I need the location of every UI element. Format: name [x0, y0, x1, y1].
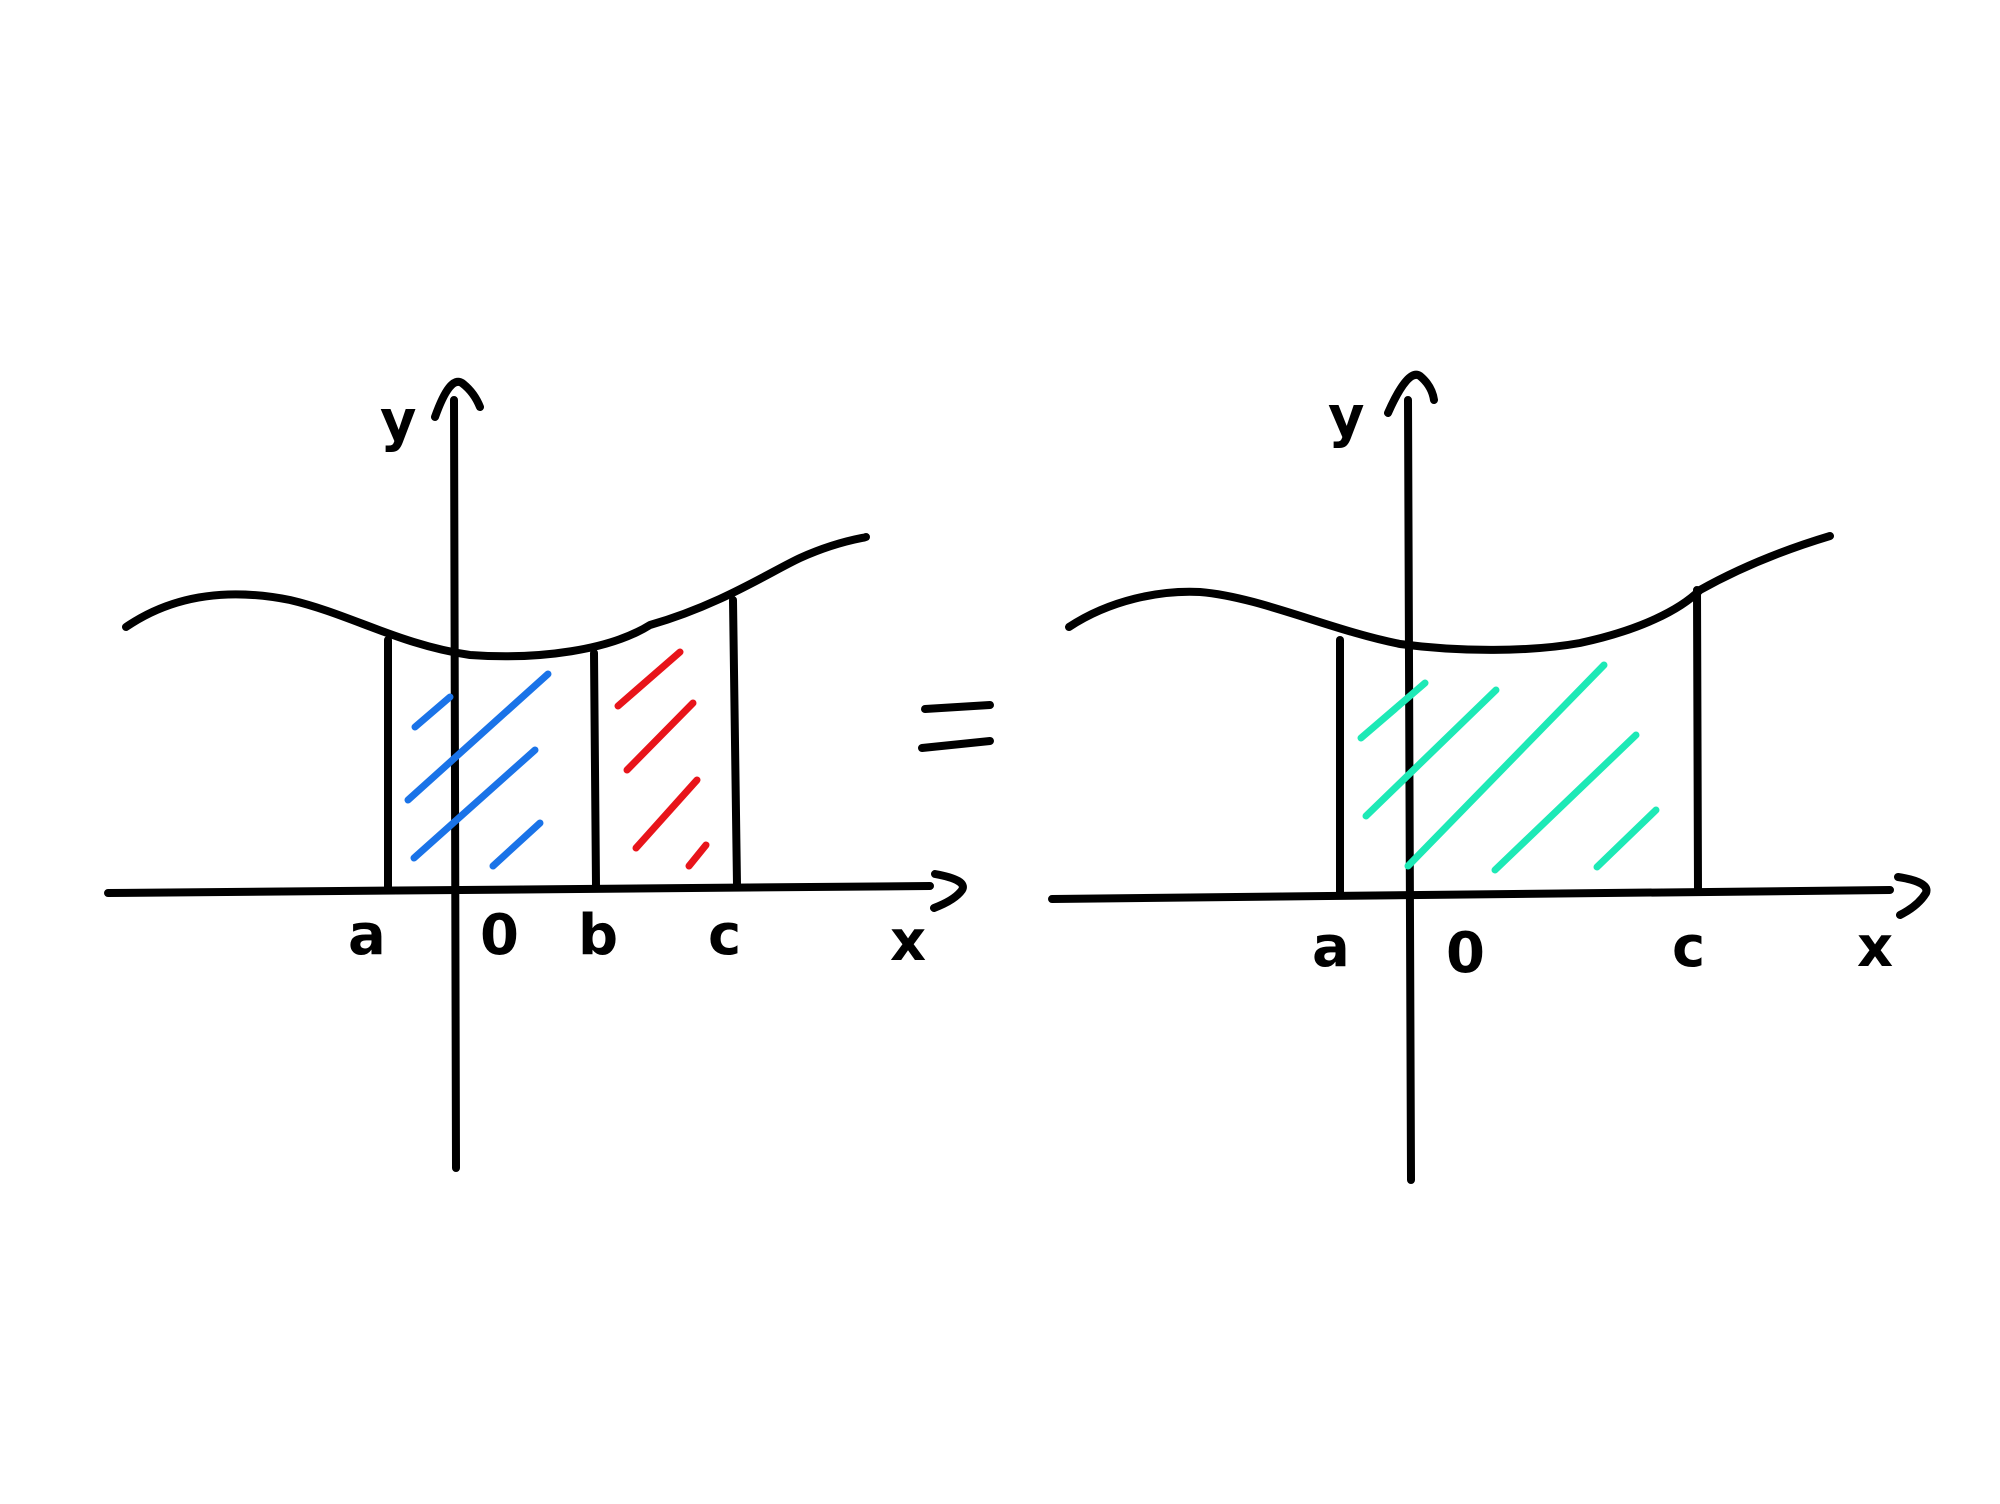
left-hatch-red — [614, 648, 710, 870]
right-x-axis-label: x — [1857, 915, 1893, 980]
right-x-axis-arrowhead — [1894, 873, 1931, 919]
right-tick-label-0: 0 — [1446, 921, 1485, 986]
hatch-stroke — [1362, 686, 1500, 820]
left-tick-label-0: 0 — [480, 903, 519, 968]
left-hatch-blue — [404, 670, 552, 870]
right-tick-label-c: c — [1672, 915, 1705, 980]
hatch-stroke — [411, 693, 454, 731]
equals-bar-top — [921, 701, 994, 713]
left-tick-label-a: a — [348, 903, 386, 968]
hatch-stroke — [685, 841, 710, 870]
left-tick-label-b: b — [578, 903, 618, 968]
left-y-axis-arrowhead — [431, 377, 484, 421]
left-curve — [122, 533, 870, 661]
left-x-axis — [104, 882, 934, 897]
equals-sign: = — [918, 701, 994, 752]
hatch-stroke — [1593, 806, 1660, 871]
left-y-axis-label: y — [380, 389, 417, 454]
hatch-stroke — [404, 670, 552, 804]
right-hatch-teal — [1357, 661, 1660, 874]
left-bound-b — [590, 649, 600, 890]
hatch-stroke — [1491, 731, 1640, 874]
left-x-axis-label: x — [890, 909, 926, 974]
left-panel: y x a 0 b c — [104, 377, 967, 1172]
right-panel: y x a 0 c — [1048, 370, 1931, 1184]
equals-bar-bottom — [918, 737, 994, 752]
left-y-axis — [450, 396, 460, 1172]
right-curve — [1065, 532, 1834, 654]
right-y-axis-arrowhead — [1384, 370, 1438, 417]
hatch-stroke — [1404, 661, 1608, 870]
hatch-stroke — [623, 699, 697, 774]
right-x-axis — [1048, 886, 1894, 903]
hatch-stroke — [489, 819, 544, 870]
left-x-axis-arrowhead — [930, 870, 967, 912]
hatch-stroke — [632, 776, 701, 852]
right-y-axis-label: y — [1328, 385, 1365, 450]
hatch-stroke — [1357, 679, 1429, 742]
hatch-stroke — [410, 746, 539, 862]
left-tick-label-c: c — [708, 903, 741, 968]
hatch-stroke — [614, 648, 684, 710]
left-bound-c — [729, 596, 741, 889]
right-tick-label-a: a — [1312, 915, 1350, 980]
right-bound-c — [1693, 586, 1702, 896]
right-y-axis — [1404, 396, 1415, 1184]
